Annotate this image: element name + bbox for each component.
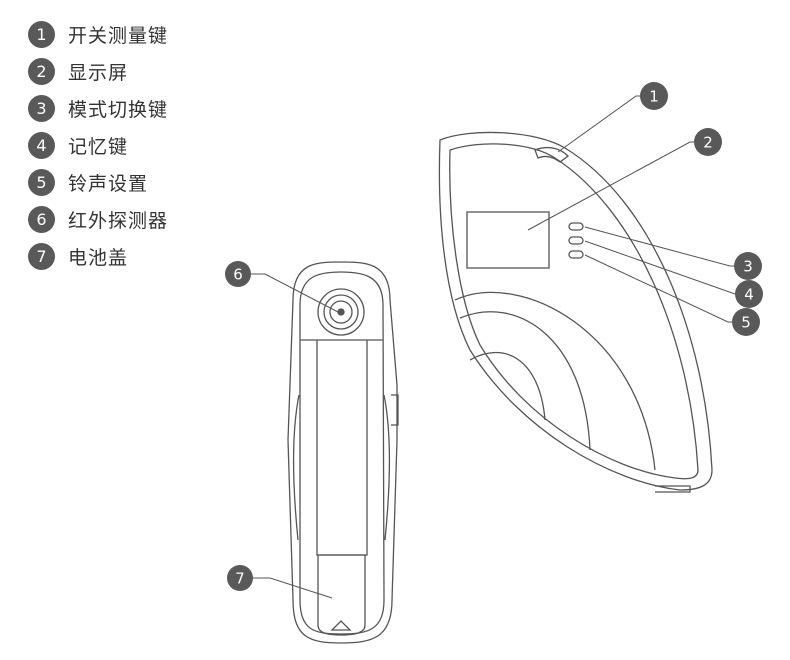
front-side-button xyxy=(391,394,399,426)
legend-item-6: 6 红外探测器 xyxy=(28,201,168,238)
leader-line-2 xyxy=(527,141,694,231)
legend-number-badge: 2 xyxy=(28,58,55,85)
legend-item-2: 2 显示屏 xyxy=(28,53,168,90)
legend-label: 模式切换键 xyxy=(68,99,169,121)
sound-button xyxy=(568,250,584,259)
display-screen xyxy=(466,211,550,269)
side-body-outline xyxy=(438,131,713,491)
callout-3-number: 3 xyxy=(743,258,753,276)
legend-item-5: 5 铃声设置 xyxy=(28,164,168,201)
callout-3: 3 xyxy=(734,252,762,280)
leader-line-3 xyxy=(584,226,734,267)
mode-button xyxy=(568,222,584,231)
side-arc-middle xyxy=(459,311,591,451)
leader-line-6 xyxy=(250,273,339,313)
legend-number-badge: 5 xyxy=(28,169,55,196)
legend-label: 记忆键 xyxy=(68,136,129,158)
legend-number-badge: 1 xyxy=(28,21,55,48)
callout-7-number: 7 xyxy=(235,570,245,588)
legend-number-badge: 7 xyxy=(28,243,55,270)
front-side-grip-left xyxy=(292,394,300,541)
callout-5: 5 xyxy=(732,308,760,336)
legend: 1 开关测量键 2 显示屏 3 模式切换键 4 记忆键 5 铃声设置 6 红外探… xyxy=(28,16,168,275)
legend-number-badge: 4 xyxy=(28,132,55,159)
legend-label: 开关测量键 xyxy=(68,25,169,47)
front-side-grip-right xyxy=(383,394,391,541)
legend-label: 电池盖 xyxy=(68,247,129,269)
legend-label: 铃声设置 xyxy=(68,173,149,195)
battery-cover-arrow xyxy=(330,620,352,631)
device-side-view xyxy=(438,131,713,493)
leader-line-5 xyxy=(584,254,732,323)
callout-6: 6 xyxy=(225,261,251,287)
device-front-view xyxy=(287,261,399,644)
callout-1-number: 1 xyxy=(649,88,659,106)
battery-cover xyxy=(317,554,366,636)
side-arc-outer xyxy=(454,291,656,471)
legend-number-badge: 6 xyxy=(28,206,55,233)
front-body-inner-outline xyxy=(299,271,385,635)
legend-label: 红外探测器 xyxy=(68,210,169,232)
power-measure-button xyxy=(534,146,569,163)
side-body-inner-outline xyxy=(449,143,699,480)
callout-4-number: 4 xyxy=(744,286,754,304)
callout-2: 2 xyxy=(694,128,722,156)
callout-7: 7 xyxy=(227,565,253,591)
legend-item-3: 3 模式切换键 xyxy=(28,90,168,127)
callout-2-number: 2 xyxy=(703,134,713,152)
memory-button xyxy=(568,236,584,245)
legend-label: 显示屏 xyxy=(68,62,129,84)
side-arc-inner xyxy=(469,351,546,421)
legend-number-badge: 3 xyxy=(28,95,55,122)
front-body-outline xyxy=(287,261,398,644)
leader-line-1 xyxy=(557,95,640,153)
callout-5-number: 5 xyxy=(741,314,751,332)
callout-6-number: 6 xyxy=(233,266,243,284)
legend-item-1: 1 开关测量键 xyxy=(28,16,168,53)
side-bottom-tab xyxy=(655,485,691,493)
leader-line-7 xyxy=(252,577,333,599)
legend-item-7: 7 电池盖 xyxy=(28,238,168,275)
callout-4: 4 xyxy=(735,280,763,308)
callout-1: 1 xyxy=(640,82,668,110)
legend-item-4: 4 记忆键 xyxy=(28,127,168,164)
